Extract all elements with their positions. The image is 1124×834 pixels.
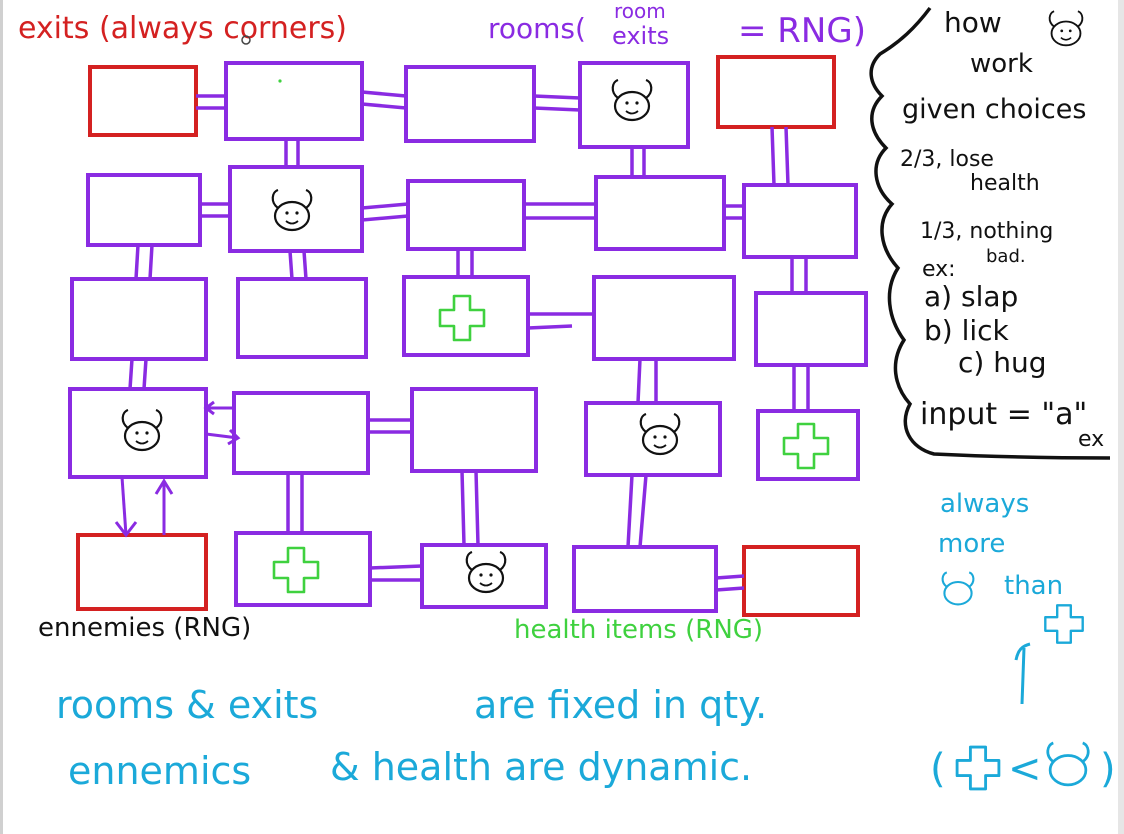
side-note-line2: more (938, 529, 1005, 559)
cloud-note-option-b: b) lick (924, 314, 1010, 347)
room-r4-c1 (68, 387, 208, 479)
bottom-note-less-than: < (1008, 746, 1042, 792)
bottom-note-cow-icon (1046, 741, 1090, 787)
health-plus-icon (782, 422, 830, 470)
cloud-note-title-b: work (970, 49, 1033, 79)
room-r5-c4 (572, 545, 718, 613)
cloud-note-outline (869, 6, 1111, 460)
window-left-border (0, 0, 3, 834)
side-note-plus-icon (1044, 604, 1084, 644)
bottom-note-line1-a: rooms & exits (56, 683, 318, 727)
room-r3-c1 (70, 277, 208, 361)
enemy-cow-icon (271, 188, 313, 232)
rooms-title-stack-bottom: exits (612, 22, 669, 50)
cloud-note-title-a: how (944, 6, 1002, 39)
bottom-note-line2-b: & health are dynamic. (330, 745, 752, 789)
room-r3-c4 (592, 275, 736, 361)
room-connectors (128, 90, 810, 592)
room-r4-c2 (232, 391, 370, 475)
cloud-note-input: input = "a" (920, 397, 1087, 432)
cloud-cow-icon (1048, 10, 1084, 47)
room-r3-c2 (236, 277, 368, 359)
cloud-note-ex: ex: (922, 257, 956, 282)
enemy-cow-icon (639, 412, 681, 456)
cloud-note-input-tail: ex (1078, 427, 1104, 452)
exit-room-top-left (88, 65, 198, 137)
cloud-note-line3a: 1/3, nothing (920, 219, 1053, 244)
rooms-title-suffix: = RNG) (738, 11, 866, 51)
side-note-cow-icon (941, 571, 975, 606)
side-note-line1: always (940, 489, 1029, 519)
bottom-note-line2-a: ennemics (68, 749, 251, 793)
health-plus-icon (272, 546, 320, 594)
bottom-note-close-paren: ) (1100, 746, 1116, 792)
cloud-note-line2b: health (970, 171, 1040, 196)
side-note-line3: than (1004, 571, 1063, 601)
cloud-note-line1: given choices (902, 94, 1086, 125)
window-right-border (1118, 0, 1124, 834)
enemy-cow-icon (611, 78, 653, 122)
room-r3-c5 (754, 291, 868, 367)
health-label: health items (RNG) (514, 615, 763, 645)
side-note-up-arrow (1014, 642, 1031, 705)
health-plus-icon (438, 294, 486, 342)
cursor-marker (241, 35, 251, 45)
enemy-cow-icon (465, 550, 507, 594)
cloud-note-line2a: 2/3, lose (900, 147, 994, 172)
cloud-note-option-c: c) hug (958, 346, 1046, 379)
exit-room-bottom-right (742, 545, 860, 617)
arrow-connectors (114, 400, 241, 538)
green-dot (278, 79, 282, 83)
rooms-title-stack-top: room (614, 0, 666, 23)
exit-room-bottom-left (76, 533, 208, 611)
room-r2-c3 (406, 179, 526, 251)
room-r2-c2 (228, 165, 364, 253)
exit-room-top-right (716, 55, 836, 129)
room-r5-c2 (234, 531, 372, 607)
exits-title: exits (always corners) (18, 11, 347, 46)
room-r1-c2 (224, 61, 364, 141)
room-r3-c3 (402, 275, 530, 357)
bottom-note-line1-b: are fixed in qty. (474, 683, 767, 727)
rooms-title-prefix: rooms( (488, 12, 586, 45)
room-r2-c5 (742, 183, 858, 259)
room-r1-c3 (404, 65, 536, 143)
enemies-label: ennemies (RNG) (38, 613, 251, 643)
room-r2-c1 (86, 173, 202, 247)
cloud-note-option-a: a) slap (924, 280, 1018, 313)
enemy-cow-icon (121, 408, 163, 452)
bottom-note-plus-icon (955, 745, 1001, 791)
room-r2-c4 (594, 175, 726, 251)
room-r4-c4 (584, 401, 722, 477)
room-r1-c4 (578, 61, 690, 149)
room-r5-c3 (420, 543, 548, 609)
room-r4-c3 (410, 387, 538, 473)
cloud-note-line3b: bad. (986, 246, 1026, 267)
bottom-note-open-paren: ( (930, 746, 946, 792)
